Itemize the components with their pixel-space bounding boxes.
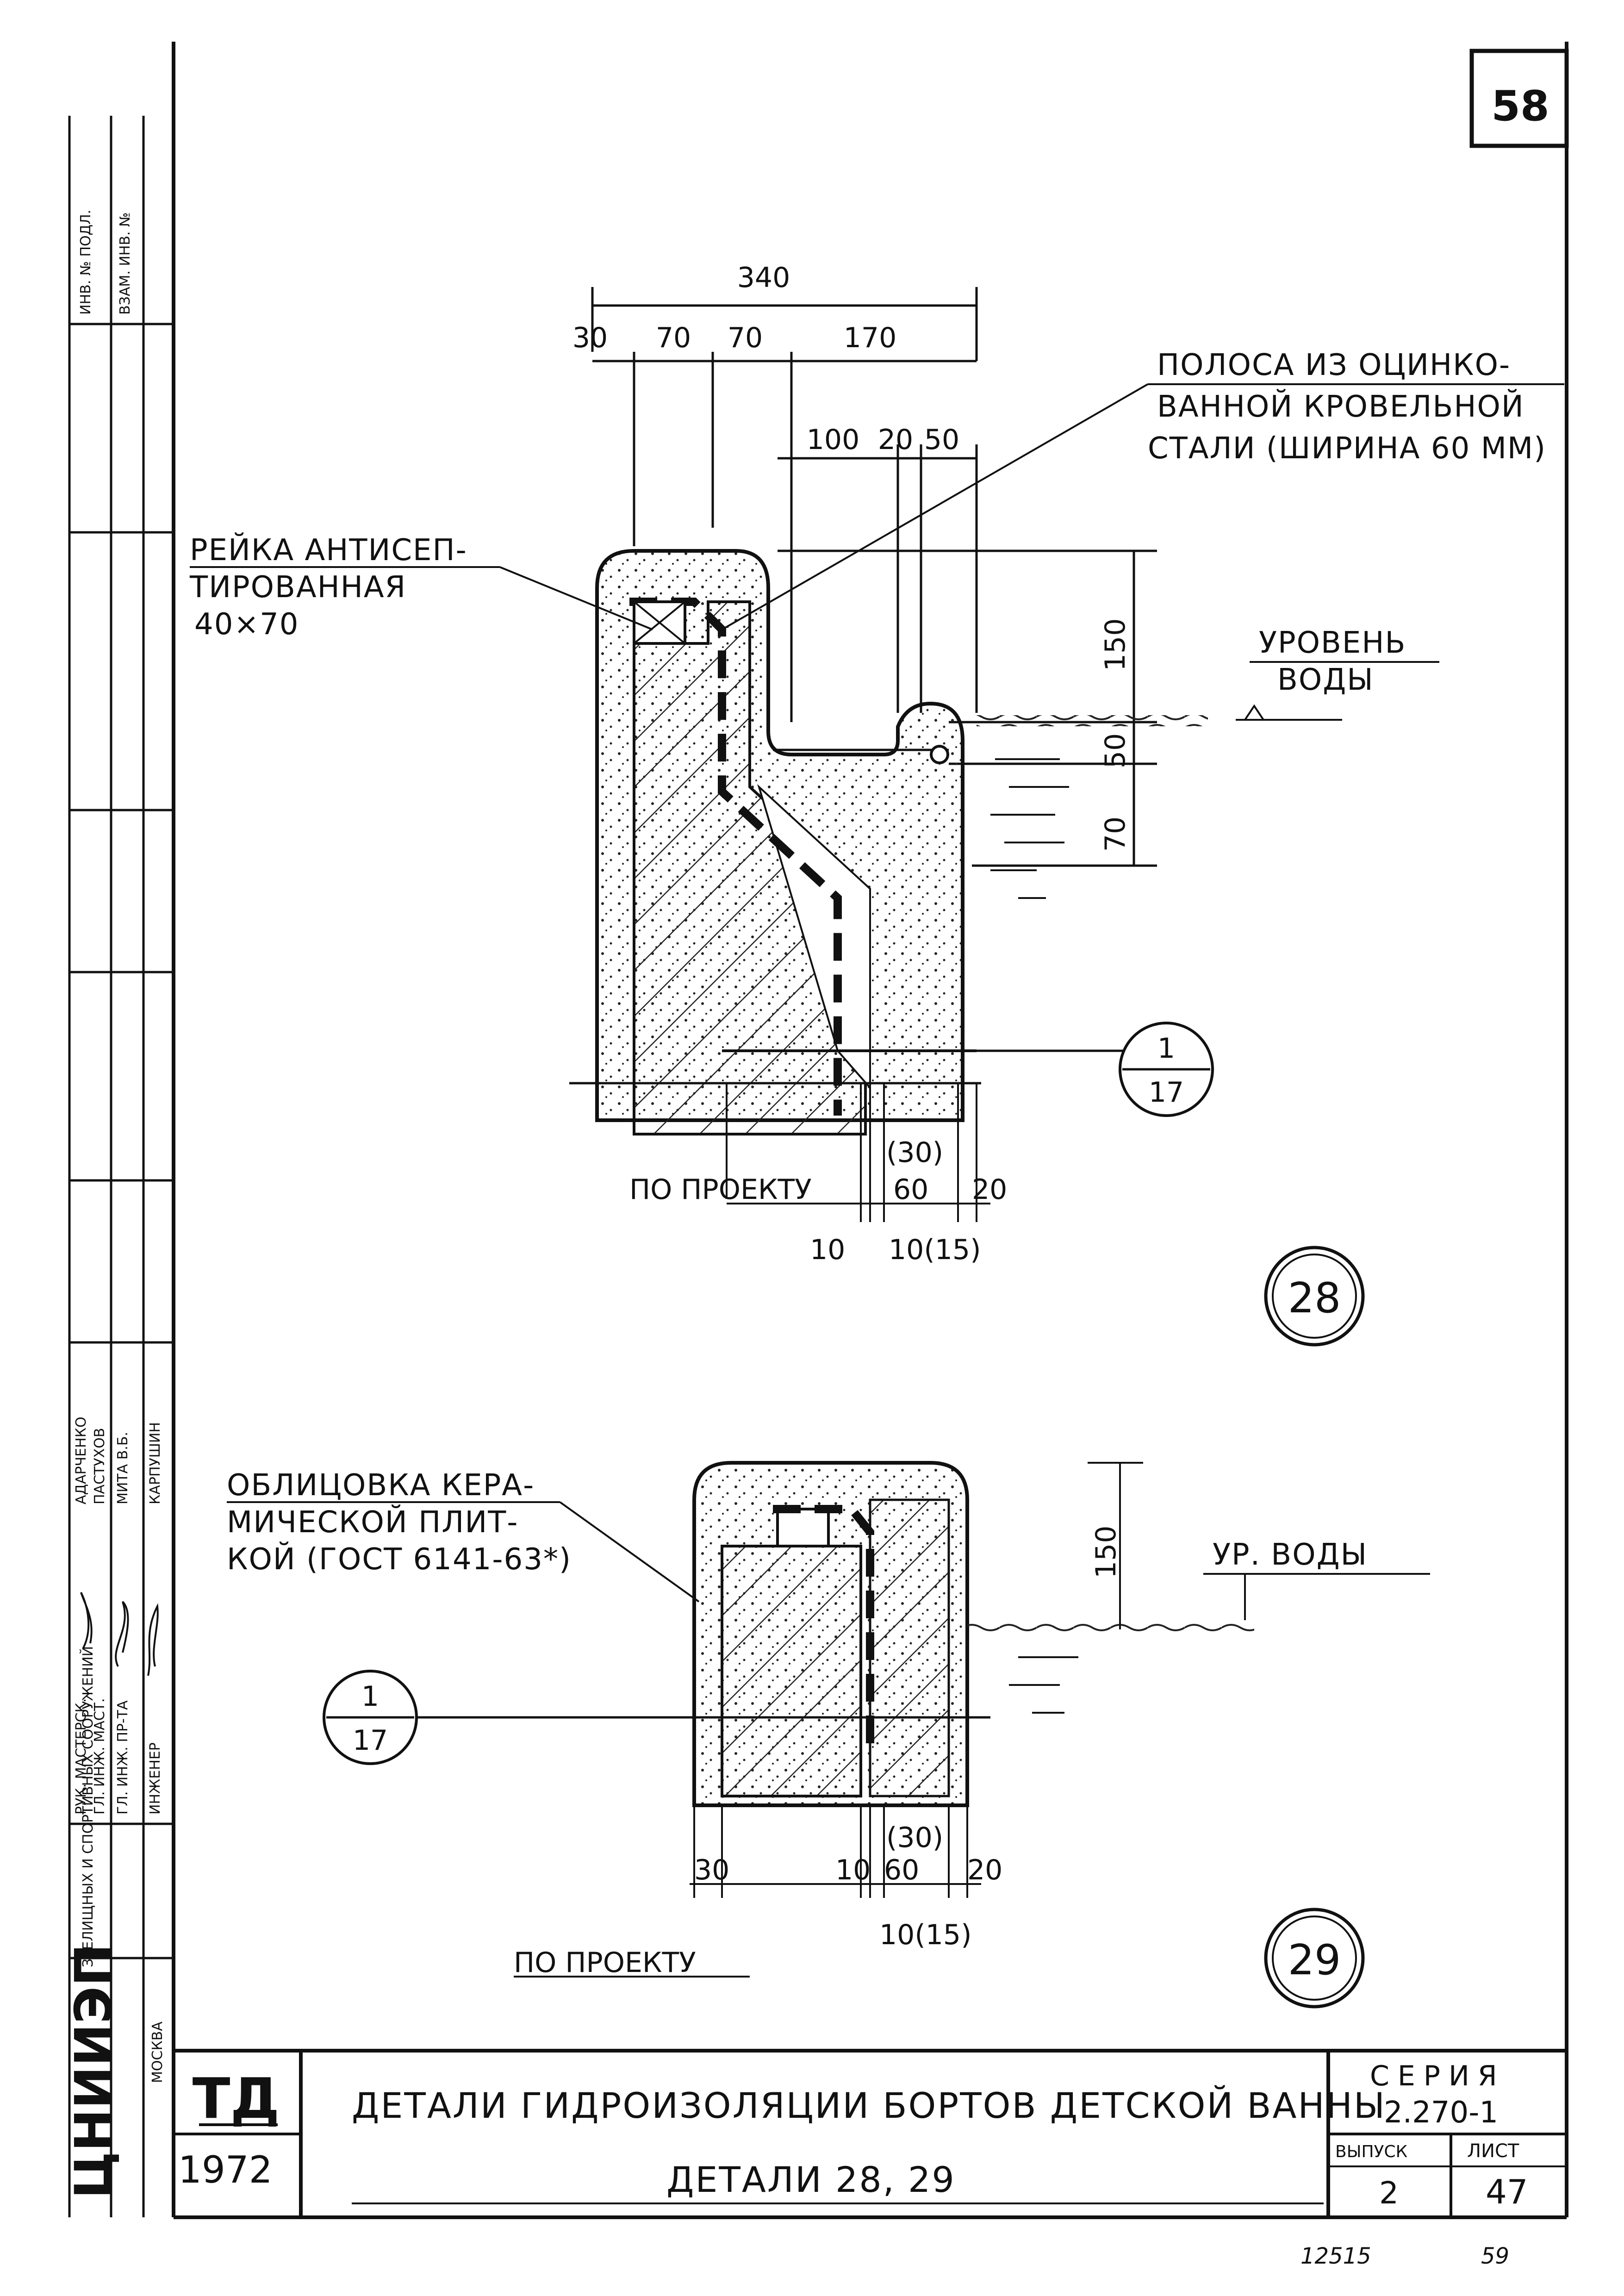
svg-text:ВАННОЙ КРОВЕЛЬНОЙ: ВАННОЙ КРОВЕЛЬНОЙ [1157, 389, 1524, 424]
svg-text:40×70: 40×70 [194, 607, 299, 642]
d28-drain [930, 745, 949, 764]
svg-text:170: 170 [844, 322, 897, 354]
svg-text:10(15): 10(15) [879, 1919, 972, 1951]
svg-text:ПОЛОСА ИЗ ОЦИНКО-: ПОЛОСА ИЗ ОЦИНКО- [1157, 348, 1511, 382]
svg-text:СТАЛИ (ШИРИНА 60 ММ): СТАЛИ (ШИРИНА 60 ММ) [1148, 431, 1546, 466]
d29-wall-core [721, 1545, 862, 1797]
svg-text:(30): (30) [886, 1136, 943, 1169]
svg-text:20: 20 [972, 1173, 1007, 1206]
svg-text:МИТА В.Б.: МИТА В.Б. [115, 1432, 131, 1504]
svg-text:ВЗАМ. ИНВ. №: ВЗАМ. ИНВ. № [117, 212, 133, 315]
side-stamp-org: ЦНИИЭП ЗРЕЛИЩНЫХ И СПОРТИВНЫХ СООРУЖЕНИЙ… [64, 1646, 166, 2199]
tail-code: 12515 [1300, 2243, 1371, 2269]
svg-text:100: 100 [807, 424, 860, 456]
svg-text:КОЙ (ГОСТ 6141-63*): КОЙ (ГОСТ 6141-63*) [227, 1541, 572, 1577]
title-block [174, 2049, 1567, 2217]
d29-section-ref [323, 1670, 418, 1765]
issue-value: 2 [1379, 2175, 1399, 2211]
svg-text:РЕЙКА АНТИСЕП-: РЕЙКА АНТИСЕП- [190, 532, 467, 568]
side-stamp-top-fields: ИНВ. № ПОДЛ. ВЗАМ. ИНВ. № [78, 210, 133, 315]
d29-batten [776, 1508, 830, 1547]
sheet-number: 58 [1491, 82, 1549, 131]
d29-detail-number [1264, 1908, 1365, 2009]
svg-text:ТИРОВАННАЯ: ТИРОВАННАЯ [189, 570, 406, 605]
svg-text:70: 70 [728, 322, 763, 354]
svg-text:УРОВЕНЬ: УРОВЕНЬ [1259, 626, 1406, 660]
svg-text:МОСКВА: МОСКВА [149, 2021, 166, 2083]
svg-text:28: 28 [1288, 1274, 1341, 1323]
detail-29: УР. ВОДЫ 150 ОБЛИЦОВКА КЕРА- МИЧЕСКОЙ ПЛ… [227, 1461, 1430, 2009]
svg-text:29: 29 [1288, 1936, 1341, 1984]
svg-text:17: 17 [1149, 1076, 1184, 1109]
series-value: 2.270-1 [1384, 2096, 1498, 2130]
svg-text:17: 17 [353, 1724, 388, 1757]
sheet-label: ЛИСТ [1467, 2140, 1519, 2162]
svg-text:ОБЛИЦОВКА КЕРА-: ОБЛИЦОВКА КЕРА- [227, 1468, 535, 1503]
d29-waterproofing [773, 1505, 874, 1750]
svg-text:10: 10 [810, 1234, 845, 1266]
svg-text:ВОДЫ: ВОДЫ [1277, 663, 1374, 697]
svg-text:ПО ПРОЕКТУ: ПО ПРОЕКТУ [514, 1947, 696, 1979]
svg-text:10(15): 10(15) [889, 1234, 981, 1266]
svg-text:УР. ВОДЫ: УР. ВОДЫ [1213, 1538, 1368, 1572]
d28-water [977, 704, 1342, 899]
signature-scribbles [80, 1592, 159, 1676]
svg-text:ПАСТУХОВ: ПАСТУХОВ [92, 1428, 108, 1504]
svg-text:20: 20 [967, 1854, 1002, 1886]
svg-text:10: 10 [835, 1854, 871, 1886]
svg-text:70: 70 [656, 322, 691, 354]
d28-detail-number [1264, 1246, 1365, 1347]
svg-text:ГЛ. ИНЖ. МАСТ.: ГЛ. ИНЖ. МАСТ. [92, 1698, 108, 1815]
detail-28: 340 30 70 70 170 100 20 50 150 50 70 [189, 262, 1564, 1347]
svg-text:ЗРЕЛИЩНЫХ И СПОРТИВНЫХ СООРУЖЕ: ЗРЕЛИЩНЫХ И СПОРТИВНЫХ СООРУЖЕНИЙ [80, 1646, 96, 1967]
d29-lining [869, 1498, 950, 1797]
svg-text:70: 70 [1099, 817, 1132, 852]
drawing-subtitle: ДЕТАЛИ 28, 29 [666, 2159, 956, 2200]
org-code: ТД [193, 2067, 280, 2131]
svg-text:340: 340 [737, 262, 790, 294]
svg-text:ПО ПРОЕКТУ: ПО ПРОЕКТУ [629, 1173, 812, 1206]
svg-text:50: 50 [924, 424, 959, 456]
svg-text:1: 1 [361, 1680, 379, 1713]
d29-water [967, 1573, 1430, 1714]
side-stamp [68, 116, 174, 2217]
svg-text:КАРПУШИН: КАРПУШИН [147, 1422, 163, 1504]
svg-text:150: 150 [1090, 1525, 1122, 1578]
svg-text:РУК. МАСТЕРСК.: РУК. МАСТЕРСК. [73, 1698, 89, 1815]
svg-text:150: 150 [1099, 618, 1132, 671]
series-label: СЕРИЯ [1370, 2060, 1506, 2092]
d28-wall-core [633, 600, 867, 1136]
svg-text:50: 50 [1099, 733, 1132, 768]
svg-text:ИНЖЕНЕР: ИНЖЕНЕР [147, 1742, 163, 1815]
svg-text:АДАРЧЕНКО: АДАРЧЕНКО [73, 1416, 89, 1504]
side-stamp-roles: РУК. МАСТЕРСК. ГЛ. ИНЖ. МАСТ. ГЛ. ИНЖ. П… [73, 1698, 163, 1815]
svg-text:(30): (30) [886, 1822, 943, 1854]
drawing-title: ДЕТАЛИ ГИДРОИЗОЛЯЦИИ БОРТОВ ДЕТСКОЙ ВАНН… [352, 2084, 1386, 2126]
tail-page: 59 [1481, 2243, 1509, 2269]
sheet-frame [172, 42, 1569, 2219]
svg-text:ИНВ. № ПОДЛ.: ИНВ. № ПОДЛ. [78, 210, 94, 315]
svg-text:30: 30 [572, 322, 608, 354]
issue-label: ВЫПУСК [1335, 2142, 1407, 2161]
d28-section-ref [1119, 1022, 1214, 1117]
svg-text:20: 20 [878, 424, 913, 456]
svg-text:1: 1 [1157, 1032, 1175, 1065]
svg-text:60: 60 [884, 1854, 919, 1886]
svg-text:30: 30 [694, 1854, 729, 1886]
side-stamp-names: АДАРЧЕНКО ПАСТУХОВ МИТА В.Б. КАРПУШИН [73, 1416, 163, 1504]
year: 1972 [178, 2148, 273, 2191]
svg-text:МИЧЕСКОЙ ПЛИТ-: МИЧЕСКОЙ ПЛИТ- [227, 1504, 518, 1540]
svg-text:60: 60 [893, 1173, 928, 1206]
sheet-value: 47 [1486, 2172, 1528, 2211]
svg-text:ЦНИИЭП: ЦНИИЭП [64, 1944, 123, 2199]
svg-text:ГЛ. ИНЖ. ПР-ТА: ГЛ. ИНЖ. ПР-ТА [115, 1700, 131, 1815]
